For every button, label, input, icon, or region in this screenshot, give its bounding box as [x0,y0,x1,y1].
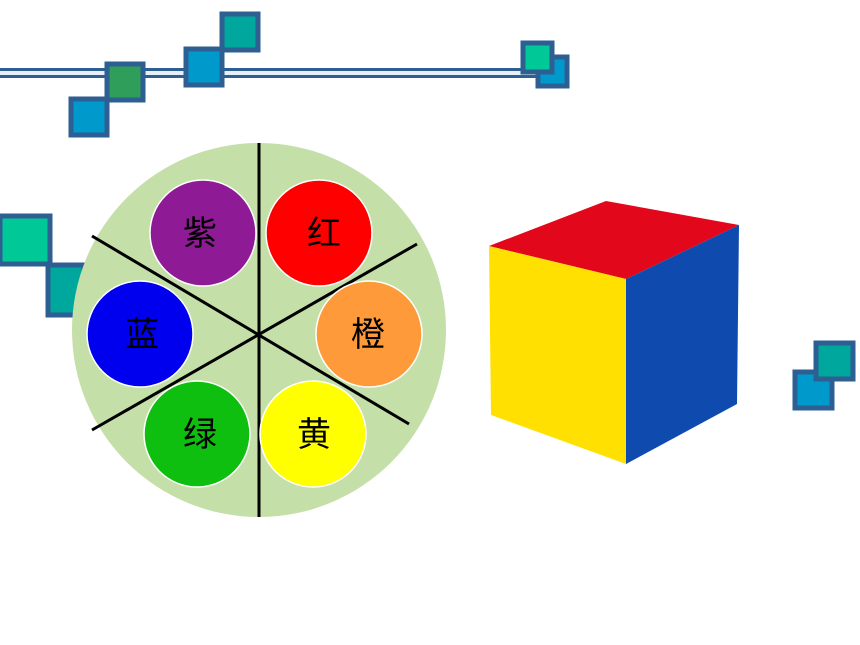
color-disc-blue: 蓝 [86,280,194,388]
cube-right-face [626,225,739,464]
color-cube [489,201,739,464]
tile-square [219,11,261,53]
purple-disc [149,179,257,287]
divider-line [91,242,418,432]
blue-label: 蓝 [125,315,159,355]
orange-disc [315,280,423,388]
cube-top-face [489,201,739,279]
tile-square [104,61,146,103]
decorative-header-rail [0,68,560,78]
purple-label: 紫 [183,214,217,254]
red-disc [265,179,373,287]
blue-disc [86,280,194,388]
divider-line [91,234,410,426]
green-label: 绿 [183,415,217,455]
yellow-label: 黄 [297,415,331,455]
wheel-dividers [91,143,418,517]
tile-square [0,213,53,267]
color-disc-orange: 橙 [315,280,423,388]
color-disc-green: 绿 [143,380,251,488]
red-label: 红 [307,214,341,254]
rail-line-gap [0,71,560,75]
color-disc-red: 红 [265,179,373,287]
rail-line-bottom [0,75,560,78]
color-wheel: 紫 红 橙 黄 绿 蓝 [72,143,446,517]
color-disc-yellow: 黄 [259,380,367,488]
color-disc-purple: 紫 [149,179,257,287]
yellow-disc [259,380,367,488]
tile-square [520,40,555,75]
green-disc [143,380,251,488]
rail-line-top [0,68,560,71]
orange-label: 橙 [351,315,385,355]
tile-square [183,46,225,88]
tile-square [68,96,110,138]
cube-left-face [489,246,626,464]
tile-square [813,340,856,382]
